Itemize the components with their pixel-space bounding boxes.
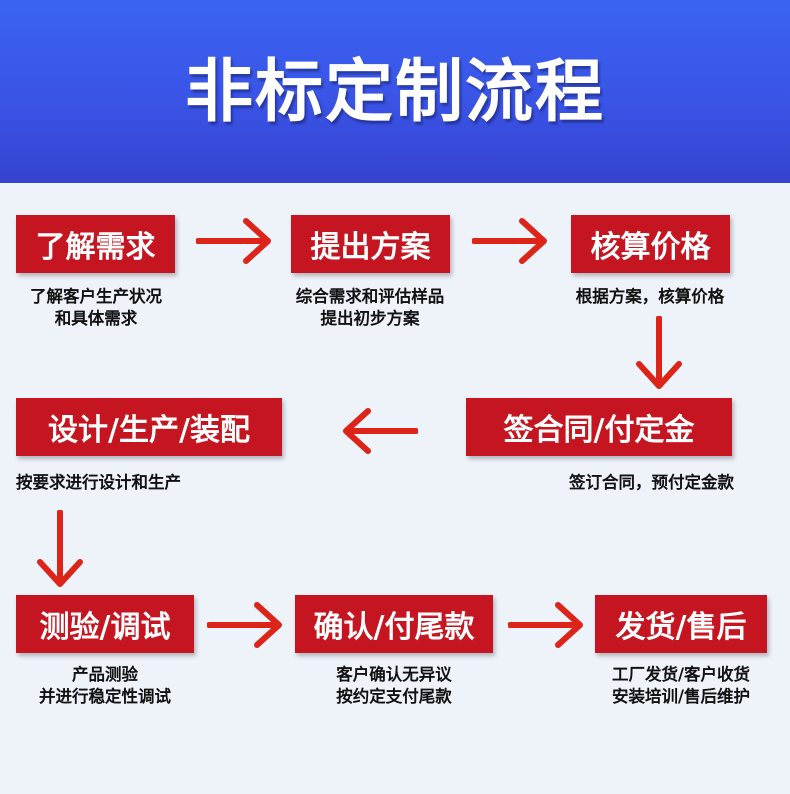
arrow-right-icon — [207, 602, 282, 648]
desc-line: 按要求进行设计和生产 — [16, 473, 181, 492]
step-confirm-final-payment: 确认/付尾款 — [295, 595, 493, 653]
desc-line: 签订合同，预付定金款 — [569, 473, 734, 492]
step-design-produce-assemble-desc: 按要求进行设计和生产 — [16, 472, 226, 494]
desc-line: 产品测验 — [72, 665, 138, 684]
desc-line: 工厂发货/客户收货 — [611, 665, 751, 684]
desc-line: 提出初步方案 — [320, 309, 420, 328]
step-understand-needs-desc: 了解客户生产状况 和具体需求 — [0, 286, 192, 330]
arrow-right-icon — [472, 218, 547, 264]
arrow-left-icon — [343, 408, 418, 454]
desc-line: 根据方案，核算价格 — [575, 287, 725, 306]
step-propose-plan: 提出方案 — [291, 215, 450, 273]
step-understand-needs: 了解需求 — [16, 215, 175, 273]
desc-line: 和具体需求 — [54, 309, 138, 328]
arrow-down-icon — [37, 510, 83, 587]
arrow-right-icon — [508, 602, 583, 648]
page-title: 非标定制流程 — [184, 53, 605, 132]
step-ship-after-sales-desc: 工厂发货/客户收货 安装培训/售后维护 — [575, 664, 787, 708]
desc-line: 了解客户生产状况 — [30, 287, 162, 306]
step-test-debug: 测验/调试 — [16, 595, 194, 653]
header-banner: 非标定制流程 — [0, 0, 790, 183]
desc-line: 并进行稳定性调试 — [39, 687, 171, 706]
step-confirm-final-payment-desc: 客户确认无异议 按约定支付尾款 — [290, 664, 498, 708]
arrow-down-icon — [636, 316, 682, 389]
step-test-debug-desc: 产品测验 并进行稳定性调试 — [0, 664, 210, 708]
desc-line: 按约定支付尾款 — [336, 687, 452, 706]
step-sign-contract-deposit: 签合同/付定金 — [466, 398, 732, 456]
desc-line: 综合需求和评估样品 — [295, 287, 445, 306]
step-propose-plan-desc: 综合需求和评估样品 提出初步方案 — [270, 286, 470, 330]
step-design-produce-assemble: 设计/生产/装配 — [16, 398, 282, 456]
step-calculate-price-desc: 根据方案，核算价格 — [545, 286, 755, 308]
desc-line: 客户确认无异议 — [336, 665, 452, 684]
desc-line: 安装培训/售后维护 — [611, 687, 751, 706]
step-sign-contract-deposit-desc: 签订合同，预付定金款 — [520, 472, 734, 494]
step-ship-after-sales: 发货/售后 — [595, 595, 767, 653]
arrow-right-icon — [196, 218, 271, 264]
step-calculate-price: 核算价格 — [571, 215, 730, 273]
